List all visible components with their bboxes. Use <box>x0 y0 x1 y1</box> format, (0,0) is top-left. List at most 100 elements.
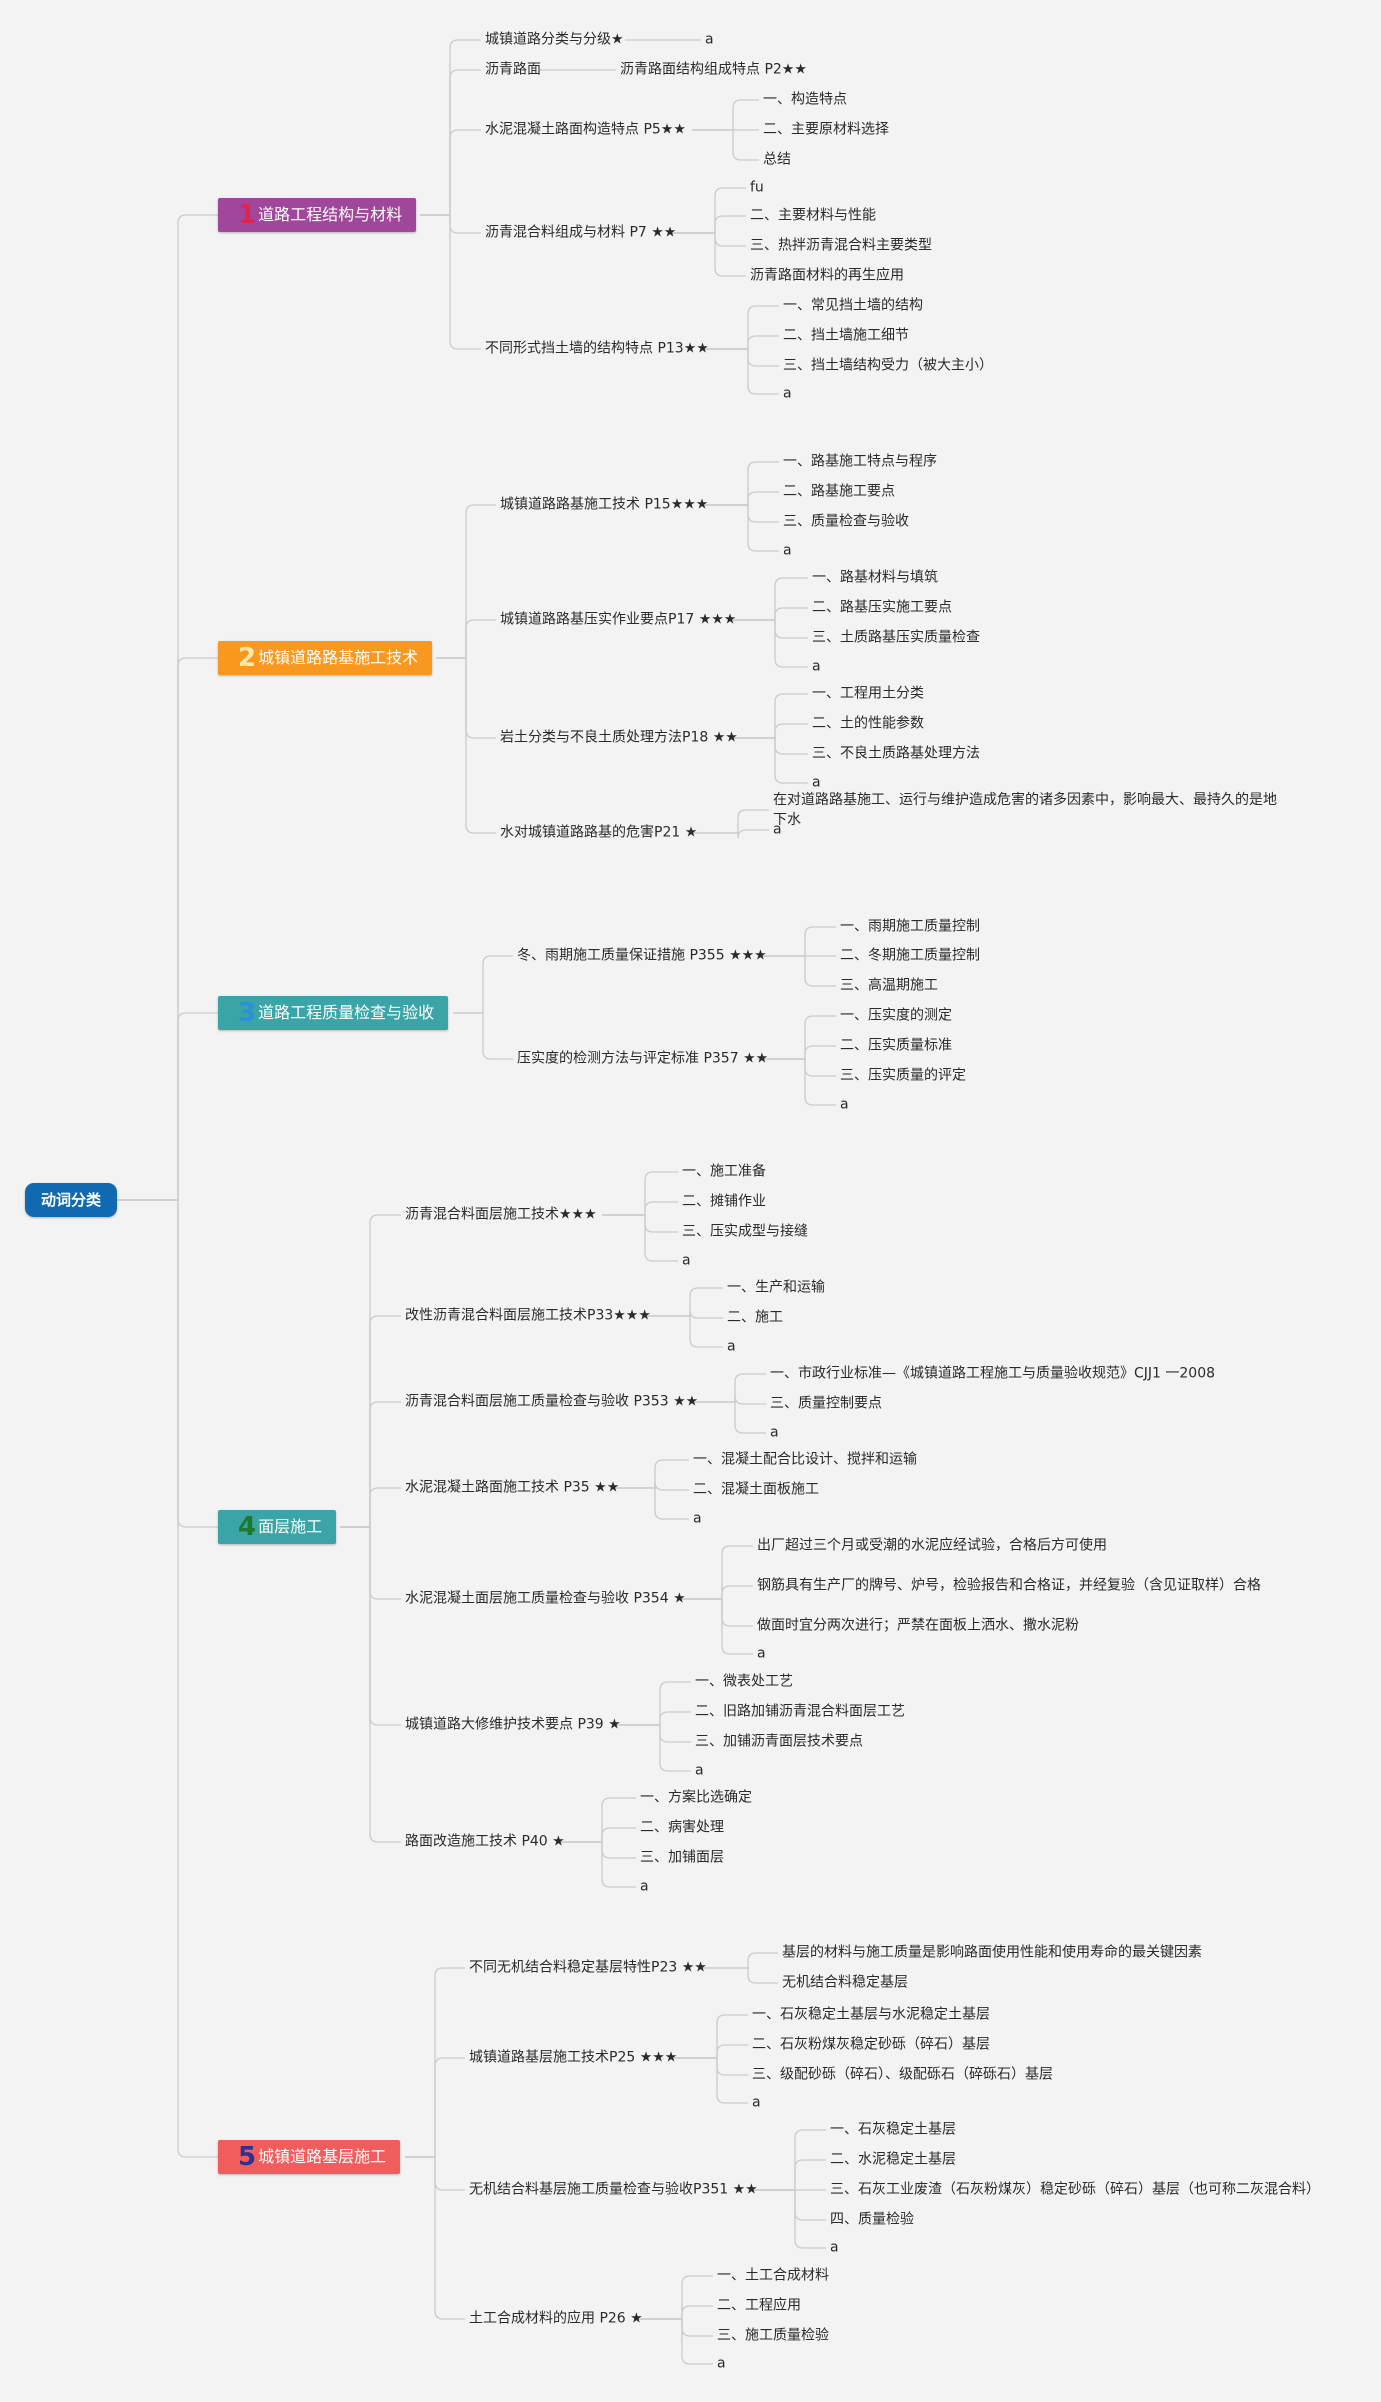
leaf-node[interactable]: 无机结合料稳定基层 <box>782 1974 908 1991</box>
topic-node[interactable]: 沥青路面 <box>485 61 541 78</box>
leaf-node[interactable]: 三、施工质量检验 <box>717 2327 829 2344</box>
leaf-node[interactable]: 做面时宜分两次进行；严禁在面板上洒水、撒水泥粉 <box>757 1617 1079 1634</box>
leaf-node[interactable]: 二、挡土墙施工细节 <box>783 327 909 344</box>
leaf-node[interactable]: 沥青路面材料的再生应用 <box>750 267 904 284</box>
leaf-node[interactable]: 一、石灰稳定土基层 <box>830 2121 956 2138</box>
root-node[interactable]: 动词分类 <box>25 1183 117 1217</box>
leaf-node[interactable]: 二、石灰粉煤灰稳定砂砾（碎石）基层 <box>752 2036 990 2053</box>
leaf-node[interactable]: 三、挡土墙结构受力（被大主小） <box>783 357 993 374</box>
leaf-node[interactable]: 二、旧路加铺沥青混合料面层工艺 <box>695 1703 905 1720</box>
leaf-node[interactable]: fu <box>750 179 764 196</box>
leaf-node[interactable]: 一、土工合成材料 <box>717 2267 829 2284</box>
leaf-node[interactable]: 三、质量控制要点 <box>770 1395 882 1412</box>
leaf-node[interactable]: 一、压实度的测定 <box>840 1007 952 1024</box>
leaf-node[interactable]: 一、施工准备 <box>682 1163 766 1180</box>
topic-node[interactable]: 水对城镇道路路基的危害P21 ★ <box>500 824 698 841</box>
topic-node[interactable]: 水泥混凝土面层施工质量检查与验收 P354 ★ <box>405 1590 686 1607</box>
topic-node[interactable]: 城镇道路分类与分级★ <box>485 31 624 48</box>
leaf-node[interactable]: 二、压实质量标准 <box>840 1037 952 1054</box>
topic-node[interactable]: 城镇道路路基压实作业要点P17 ★★★ <box>500 611 737 628</box>
leaf-node[interactable]: a <box>812 658 821 675</box>
leaf-node[interactable]: 三、质量检查与验收 <box>783 513 909 530</box>
leaf-node[interactable]: 二、混凝土面板施工 <box>693 1481 819 1498</box>
leaf-node[interactable]: 一、路基施工特点与程序 <box>783 453 937 470</box>
topic-node[interactable]: 岩土分类与不良土质处理方法P18 ★★ <box>500 729 738 746</box>
topic-node[interactable]: 城镇道路路基施工技术 P15★★★ <box>500 496 709 513</box>
leaf-node[interactable]: 三、土质路基压实质量检查 <box>812 629 980 646</box>
topic-node[interactable]: 水泥混凝土路面构造特点 P5★★ <box>485 121 686 138</box>
leaf-node[interactable]: 二、土的性能参数 <box>812 715 924 732</box>
leaf-node[interactable]: a <box>812 774 821 791</box>
leaf-node[interactable]: 二、主要材料与性能 <box>750 207 876 224</box>
leaf-node[interactable]: 一、路基材料与填筑 <box>812 569 938 586</box>
leaf-node[interactable]: 钢筋具有生产厂的牌号、炉号，检验报告和合格证，并经复验（含见证取样）合格 <box>757 1577 1261 1594</box>
topic-node[interactable]: 沥青混合料面层施工技术★★★ <box>405 1206 597 1223</box>
leaf-node[interactable]: a <box>783 385 792 402</box>
leaf-node[interactable]: a <box>640 1878 649 1895</box>
leaf-node[interactable]: a <box>757 1645 766 1662</box>
leaf-node[interactable]: 总结 <box>763 151 791 168</box>
topic-node[interactable]: 沥青混合料面层施工质量检查与验收 P353 ★★ <box>405 1393 699 1410</box>
leaf-node[interactable]: 出厂超过三个月或受潮的水泥应经试验，合格后方可使用 <box>757 1537 1107 1554</box>
leaf-node[interactable]: 二、路基施工要点 <box>783 483 895 500</box>
leaf-node[interactable]: 二、病害处理 <box>640 1819 724 1836</box>
leaf-node[interactable]: a <box>695 1762 704 1779</box>
leaf-node[interactable]: 一、市政行业标准—《城镇道路工程施工与质量验收规范》CJJ1 一2008 <box>770 1365 1216 1382</box>
leaf-node[interactable]: 三、压实质量的评定 <box>840 1067 966 1084</box>
leaf-node[interactable]: 三、压实成型与接缝 <box>682 1223 808 1240</box>
leaf-node[interactable]: 三、石灰工业废渣（石灰粉煤灰）稳定砂砾（碎石）基层（也可称二灰混合料） <box>830 2181 1320 2198</box>
leaf-node[interactable]: a <box>840 1096 849 1113</box>
topic-node[interactable]: 城镇道路大修维护技术要点 P39 ★ <box>405 1716 621 1733</box>
leaf-node[interactable]: a <box>682 1252 691 1269</box>
leaf-node[interactable]: 三、热拌沥青混合料主要类型 <box>750 237 932 254</box>
leaf-node[interactable]: 三、级配砂砾（碎石）、级配砾石（碎砾石）基层 <box>752 2066 1053 2083</box>
leaf-node[interactable]: 三、不良土质路基处理方法 <box>812 745 980 762</box>
topic-node[interactable]: 不同无机结合料稳定基层特性P23 ★★ <box>469 1959 707 1976</box>
leaf-node[interactable]: a <box>717 2355 726 2372</box>
topic-node[interactable]: 不同形式挡土墙的结构特点 P13★★ <box>485 340 709 357</box>
leaf-node[interactable]: 基层的材料与施工质量是影响路面使用性能和使用寿命的最关键因素 <box>782 1944 1202 1961</box>
leaf-node[interactable]: a <box>830 2239 839 2256</box>
leaf-node[interactable]: 二、路基压实施工要点 <box>812 599 952 616</box>
leaf-node[interactable]: a <box>773 821 782 838</box>
leaf-node[interactable]: 一、微表处工艺 <box>695 1673 793 1690</box>
leaf-node[interactable]: 三、加铺沥青面层技术要点 <box>695 1733 863 1750</box>
leaf-node[interactable]: 一、雨期施工质量控制 <box>840 918 980 935</box>
topic-node[interactable]: 土工合成材料的应用 P26 ★ <box>469 2310 643 2327</box>
leaf-node[interactable]: 四、质量检验 <box>830 2211 914 2228</box>
leaf-node[interactable]: a <box>727 1338 736 1355</box>
leaf-node[interactable]: 一、构造特点 <box>763 91 847 108</box>
topic-node[interactable]: 城镇道路基层施工技术P25 ★★★ <box>469 2049 678 2066</box>
topic-node[interactable]: 压实度的检测方法与评定标准 P357 ★★ <box>517 1050 769 1067</box>
leaf-node[interactable]: 一、混凝土配合比设计、搅拌和运输 <box>693 1451 917 1468</box>
leaf-node[interactable]: 三、加铺面层 <box>640 1849 724 1866</box>
leaf-node[interactable]: a <box>770 1424 779 1441</box>
leaf-node[interactable]: 一、常见挡土墙的结构 <box>783 297 923 314</box>
topic-node[interactable]: 沥青混合料组成与材料 P7 ★★ <box>485 224 677 241</box>
leaf-node[interactable]: 三、高温期施工 <box>840 977 938 994</box>
leaf-node[interactable]: 沥青路面结构组成特点 P2★★ <box>620 61 807 78</box>
leaf-node[interactable]: a <box>693 1510 702 1527</box>
leaf-node[interactable]: a <box>783 542 792 559</box>
topic-node[interactable]: 水泥混凝土路面施工技术 P35 ★★ <box>405 1479 620 1496</box>
leaf-node[interactable]: 一、生产和运输 <box>727 1279 825 1296</box>
leaf-node[interactable]: 二、主要原材料选择 <box>763 121 889 138</box>
leaf-node[interactable]: 二、冬期施工质量控制 <box>840 947 980 964</box>
topic-node[interactable]: 改性沥青混合料面层施工技术P33★★★ <box>405 1307 651 1324</box>
leaf-node[interactable]: 一、工程用土分类 <box>812 685 924 702</box>
leaf-node[interactable]: 一、石灰稳定土基层与水泥稳定土基层 <box>752 2006 990 2023</box>
leaf-node[interactable]: 二、工程应用 <box>717 2297 801 2314</box>
leaf-node[interactable]: 一、方案比选确定 <box>640 1789 752 1806</box>
leaf-node[interactable]: 二、施工 <box>727 1309 783 1326</box>
leaf-node[interactable]: a <box>752 2094 761 2111</box>
leaf-node[interactable]: 在对道路路基施工、运行与维护造成危害的诸多因素中，影响最大、最持久的是地下水 <box>773 792 1277 828</box>
leaf-node[interactable]: 二、摊铺作业 <box>682 1193 766 1210</box>
topic-node[interactable]: 路面改造施工技术 P40 ★ <box>405 1833 565 1850</box>
topic-node[interactable]: 冬、雨期施工质量保证措施 P355 ★★★ <box>517 947 767 964</box>
leaf-node[interactable]: a <box>705 31 714 48</box>
